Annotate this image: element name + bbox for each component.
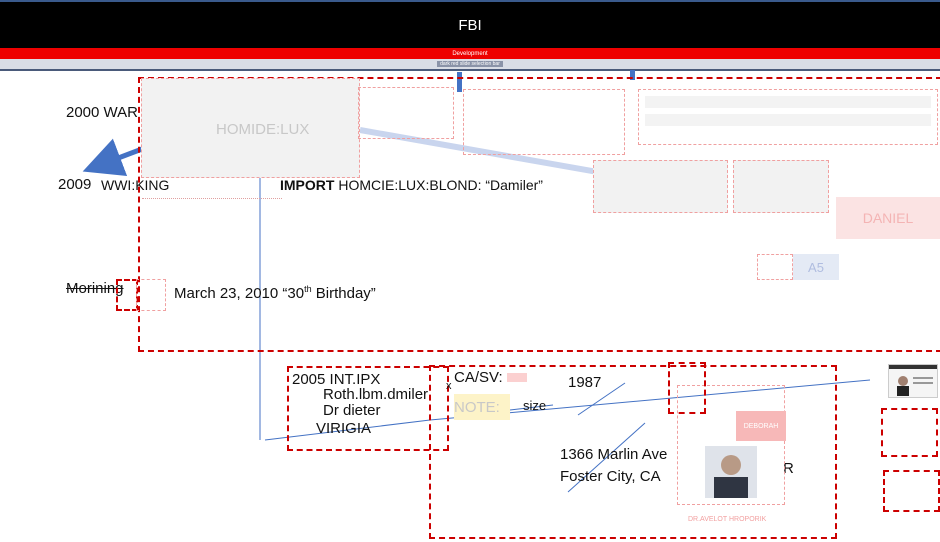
a5-label: A5 (808, 259, 824, 275)
title-bar: FBI (0, 0, 940, 48)
note-highlight: NOTE: (454, 394, 510, 420)
march-date-main: March 23, 2010 “30 (174, 285, 305, 302)
a5-badge[interactable]: A5 (793, 254, 839, 280)
connector-line (509, 404, 554, 411)
marker-box[interactable] (136, 279, 166, 311)
address-line-1: 1366 Marlin Ave (560, 446, 668, 463)
x-mark: x (446, 380, 452, 392)
march-date-tail: Birthday” (311, 285, 376, 302)
homide-box[interactable]: HOMIDE:LUX (141, 78, 360, 178)
marker-bar (457, 72, 462, 92)
int-ipx-box[interactable] (287, 366, 449, 451)
marker-box[interactable] (668, 362, 706, 414)
text-box[interactable] (638, 89, 938, 145)
import-line: IMPORT HOMCIE:LUX:BLOND: “Damiler” (280, 177, 543, 193)
image-thumbnail-icon[interactable] (733, 160, 829, 213)
profile-card[interactable] (677, 385, 785, 505)
page-title: FBI (458, 16, 482, 34)
connector-line (567, 422, 646, 493)
int-ipx-label: 2005 INT.IPX (292, 371, 381, 388)
roth-label: Roth.lbm.dmiler (323, 386, 429, 403)
ca-sv-label: CA/SV: (454, 369, 503, 386)
arrow-left-icon (82, 138, 151, 177)
portrait-photo[interactable] (705, 446, 757, 498)
deborah-badge[interactable]: DEBORAH (736, 411, 786, 441)
thumb-box[interactable] (358, 87, 454, 139)
slide-container[interactable] (138, 77, 940, 352)
image-thumbnail-icon[interactable] (888, 364, 938, 398)
morning-label: Morining (66, 280, 124, 297)
import-rest: HOMCIE:LUX:BLOND: “Damiler” (338, 177, 543, 193)
connector-line (577, 382, 626, 416)
contact-box[interactable] (429, 365, 837, 539)
person-icon (714, 455, 748, 498)
small-box[interactable] (757, 254, 793, 280)
import-bold: IMPORT (280, 177, 335, 193)
marker-bar (630, 70, 635, 80)
marker-box[interactable] (116, 279, 138, 311)
wwi-king-label: WWI:KING (101, 177, 170, 193)
year-1987-label: 1987 (568, 374, 602, 391)
deborah-label: DEBORAH (743, 422, 779, 430)
year-2000-label: 2000 WAR (66, 104, 138, 121)
year-2009-label: 2009 (58, 176, 92, 193)
note-tail: size (523, 398, 547, 413)
march-date: March 23, 2010 “30th Birthday” (174, 284, 376, 302)
note-label: NOTE: (454, 398, 500, 416)
daniel-badge[interactable]: DANIEL (836, 197, 940, 239)
connector-line (264, 419, 431, 441)
selection-ribbon: dark red slide selection bar (0, 59, 940, 71)
subtitle: Development (452, 50, 488, 57)
image-box[interactable] (883, 470, 940, 512)
subtitle-bar: Development (0, 48, 940, 59)
ribbon-text: dark red slide selection bar (437, 61, 503, 67)
r-letter: R (783, 460, 794, 477)
virigia-label: VIRIGIA (316, 420, 372, 437)
pink-caption: DR.AVELOT HROPORIK (688, 516, 767, 523)
image-box[interactable] (881, 408, 938, 457)
march-date-sup: th (304, 284, 312, 294)
daniel-label: DANIEL (862, 210, 914, 226)
dieter-label: Dr dieter (323, 402, 381, 419)
red-tag (507, 373, 527, 382)
homide-label: HOMIDE:LUX (216, 121, 310, 138)
address-line-2: Foster City, CA (560, 468, 661, 485)
note-underline (142, 192, 282, 199)
thumb-box[interactable] (463, 89, 625, 155)
image-thumbnail-icon[interactable] (593, 160, 728, 213)
person-icon (897, 376, 933, 396)
